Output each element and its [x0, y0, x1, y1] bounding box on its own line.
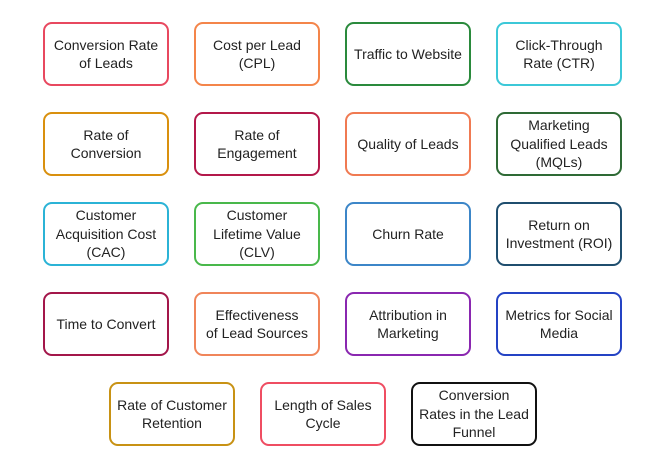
metric-label: Marketing Qualified Leads (MQLs): [510, 117, 608, 171]
metric-card: Churn Rate: [345, 202, 471, 266]
metric-card: Quality of Leads: [345, 112, 471, 176]
metric-label: Length of Sales Cycle: [274, 396, 372, 432]
metric-card: Metrics for Social Media: [496, 292, 622, 356]
metric-card: Traffic to Website: [345, 22, 471, 86]
metric-label: Time to Convert: [56, 315, 156, 332]
metric-card: Cost per Lead (CPL): [194, 22, 320, 86]
metric-card: Conversion Rate of Leads: [43, 22, 169, 86]
metric-card: Time to Convert: [43, 292, 169, 356]
metric-label: Cost per Lead (CPL): [213, 36, 301, 72]
metric-card: Conversion Rates in the Lead Funnel: [411, 382, 537, 446]
metric-card: Effectiveness of Lead Sources: [194, 292, 320, 356]
metric-card: Rate of Customer Retention: [109, 382, 235, 446]
metric-label: Effectiveness of Lead Sources: [206, 306, 308, 342]
metric-label: Rate of Engagement: [217, 126, 297, 162]
metric-label: Churn Rate: [372, 225, 444, 242]
metric-label: Click-Through Rate (CTR): [515, 36, 603, 72]
metric-label: Rate of Customer Retention: [117, 396, 227, 432]
metric-card: Customer Lifetime Value (CLV): [194, 202, 320, 266]
metric-label: Customer Acquisition Cost (CAC): [55, 207, 157, 261]
metric-label: Conversion Rates in the Lead Funnel: [419, 387, 529, 441]
metric-card: Click-Through Rate (CTR): [496, 22, 622, 86]
metric-card: Return on Investment (ROI): [496, 202, 622, 266]
metric-label: Rate of Conversion: [70, 126, 142, 162]
metric-label: Customer Lifetime Value (CLV): [213, 207, 301, 261]
metric-label: Traffic to Website: [354, 45, 462, 62]
metric-card: Rate of Engagement: [194, 112, 320, 176]
metric-label: Metrics for Social Media: [505, 306, 613, 342]
metric-label: Conversion Rate of Leads: [53, 36, 159, 72]
metric-card: Rate of Conversion: [43, 112, 169, 176]
metric-label: Quality of Leads: [357, 135, 459, 152]
metric-card: Attribution in Marketing: [345, 292, 471, 356]
metric-card: Length of Sales Cycle: [260, 382, 386, 446]
metric-card: Customer Acquisition Cost (CAC): [43, 202, 169, 266]
metric-card: Marketing Qualified Leads (MQLs): [496, 112, 622, 176]
metric-label: Attribution in Marketing: [369, 306, 447, 342]
metric-label: Return on Investment (ROI): [505, 216, 613, 252]
